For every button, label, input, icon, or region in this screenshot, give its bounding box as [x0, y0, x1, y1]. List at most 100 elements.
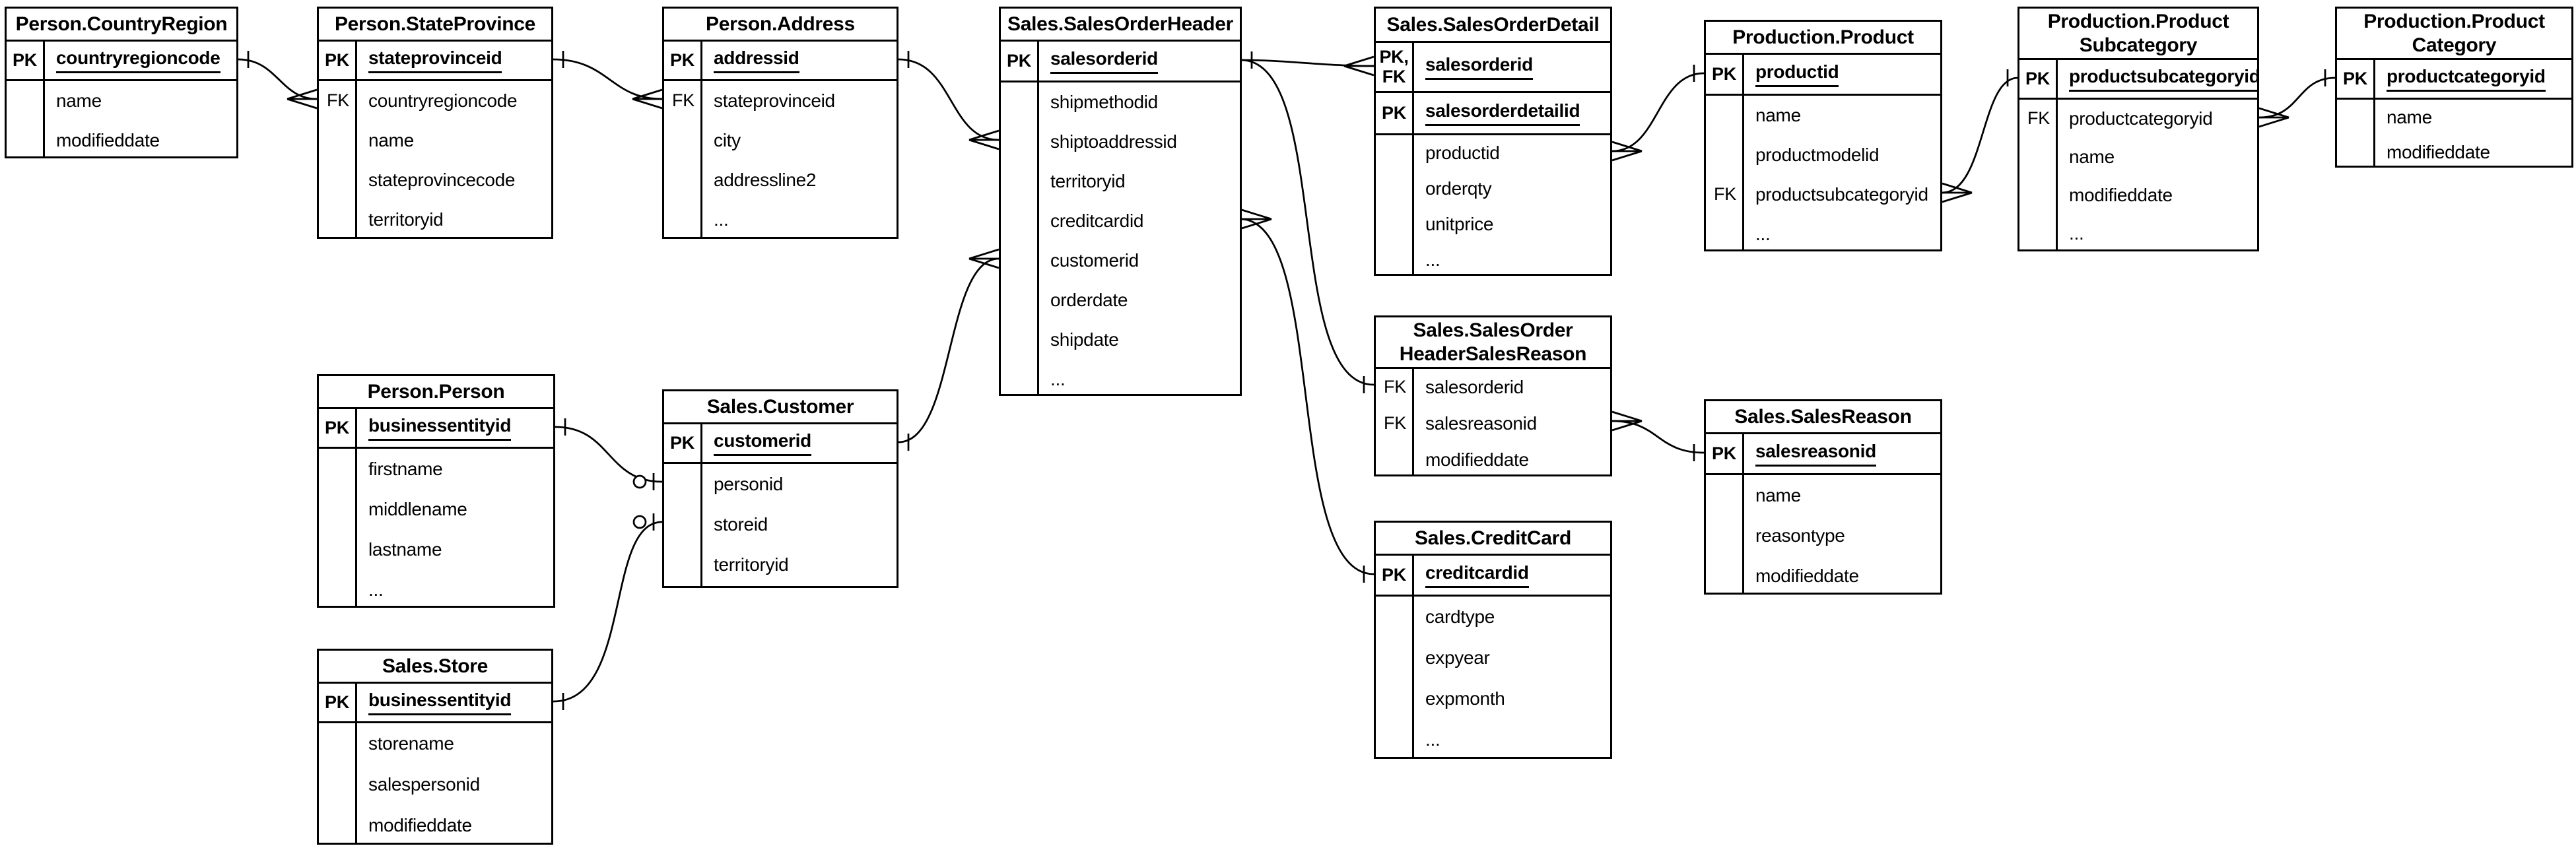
connector-salesorderheader-salesorderdetail [1241, 51, 1374, 77]
attribute-label [319, 449, 357, 489]
attribute-label [1706, 475, 1744, 515]
key-field-name: creditcardid [1425, 562, 1529, 588]
key-label: PK [319, 42, 357, 79]
attribute-row: orderqty [1376, 171, 1610, 207]
attribute-row: territoryid [1001, 162, 1240, 201]
connector-productsubcategory-product [1942, 69, 2018, 203]
key-field: creditcardid [1414, 556, 1610, 595]
attribute-label [7, 81, 45, 121]
attribute-row: shipdate [1001, 320, 1240, 360]
connector-stateprovince-address [553, 51, 663, 110]
attribute-row: ... [1376, 242, 1610, 274]
key-label-line: PK [13, 49, 37, 70]
attribute-label: FK [327, 90, 349, 111]
attribute-field: modifieddate [2387, 141, 2490, 162]
relationship-line [553, 58, 663, 100]
connector-customer-salesorderheader [898, 248, 1000, 451]
attribute-label [1376, 719, 1414, 757]
attribute-row: ... [319, 569, 553, 606]
key-field: businessentityid [357, 684, 551, 721]
key-field-name: businessentityid [368, 690, 511, 715]
connector-creditcard-salesorderheader [1241, 209, 1374, 583]
relationship-line [1611, 72, 1705, 152]
attribute-label [664, 160, 702, 200]
attribute-row: name [2337, 100, 2571, 135]
attribute-field: creditcardid [1050, 211, 1144, 231]
attribute-label [7, 121, 45, 156]
attribute-row: orderdate [1001, 280, 1240, 320]
connector-address-salesorderheader [898, 51, 1000, 150]
entity-title: Person.StateProvince [319, 9, 551, 42]
attribute-row: name [319, 121, 551, 160]
relationship-line [2258, 77, 2336, 119]
attribute-label [1706, 556, 1744, 593]
attribute-label [1706, 515, 1744, 556]
attribute-field: shiptoaddressid [1050, 131, 1177, 152]
attribute-row: ... [1376, 719, 1610, 757]
attribute-field: modifieddate [2069, 185, 2173, 205]
attribute-row: modifieddate [1376, 441, 1610, 474]
key-field-name: productsubcategoryid [2069, 66, 2257, 92]
attribute-row: unitprice [1376, 207, 1610, 242]
attribute-label [1376, 242, 1414, 274]
key-label: PK [7, 42, 45, 79]
attribute-field: lastname [368, 538, 442, 560]
key-field-name: productid [1755, 61, 1839, 87]
attribute-field: productcategoryid [2069, 108, 2213, 129]
key-label: PK [664, 42, 702, 79]
attribute-field: ... [714, 209, 729, 230]
attribute-field: customerid [1050, 250, 1139, 271]
key-field: countryregioncode [45, 42, 236, 79]
cardinality-many-icon [1343, 65, 1374, 77]
relationship-line [898, 257, 1000, 443]
entity-title-line: Subcategory [2079, 34, 2198, 56]
entity-title: Sales.SalesReason [1706, 401, 1940, 434]
attribute-row: reasontype [1706, 515, 1940, 556]
attribute-label [1376, 207, 1414, 242]
connector-person-customer [555, 418, 663, 490]
attribute-label [1001, 201, 1039, 241]
entity-title-line: Sales.Customer [706, 395, 854, 418]
cardinality-many-icon [1611, 410, 1643, 422]
key-field-name: salesorderid [1050, 48, 1158, 74]
cardinality-many-icon [1241, 209, 1272, 220]
attribute-field: orderqty [1425, 178, 1492, 199]
attribute-row: name [1706, 475, 1940, 515]
cardinality-many-icon [1241, 218, 1272, 230]
attribute-row: ... [664, 200, 897, 237]
attribute-field: territoryid [368, 209, 444, 230]
attribute-field: storeid [714, 513, 768, 535]
attribute-row: territoryid [664, 544, 897, 585]
attribute-field: ... [368, 579, 384, 600]
entity-title-line: Production.Product [1732, 26, 1914, 48]
key-field: salesreasonid [1744, 434, 1940, 473]
entity-title: Sales.CreditCard [1376, 523, 1610, 556]
relationship-line [1942, 77, 2018, 194]
attribute-row: shipmethodid [1001, 82, 1240, 122]
key-field-name: businessentityid [368, 415, 511, 441]
attribute-label [2337, 135, 2375, 166]
entity-title-line: Sales.Store [382, 655, 489, 677]
entity-title-line: Sales.SalesReason [1734, 405, 1912, 428]
attribute-label [1001, 280, 1039, 320]
attribute-field: shipmethodid [1050, 92, 1158, 112]
